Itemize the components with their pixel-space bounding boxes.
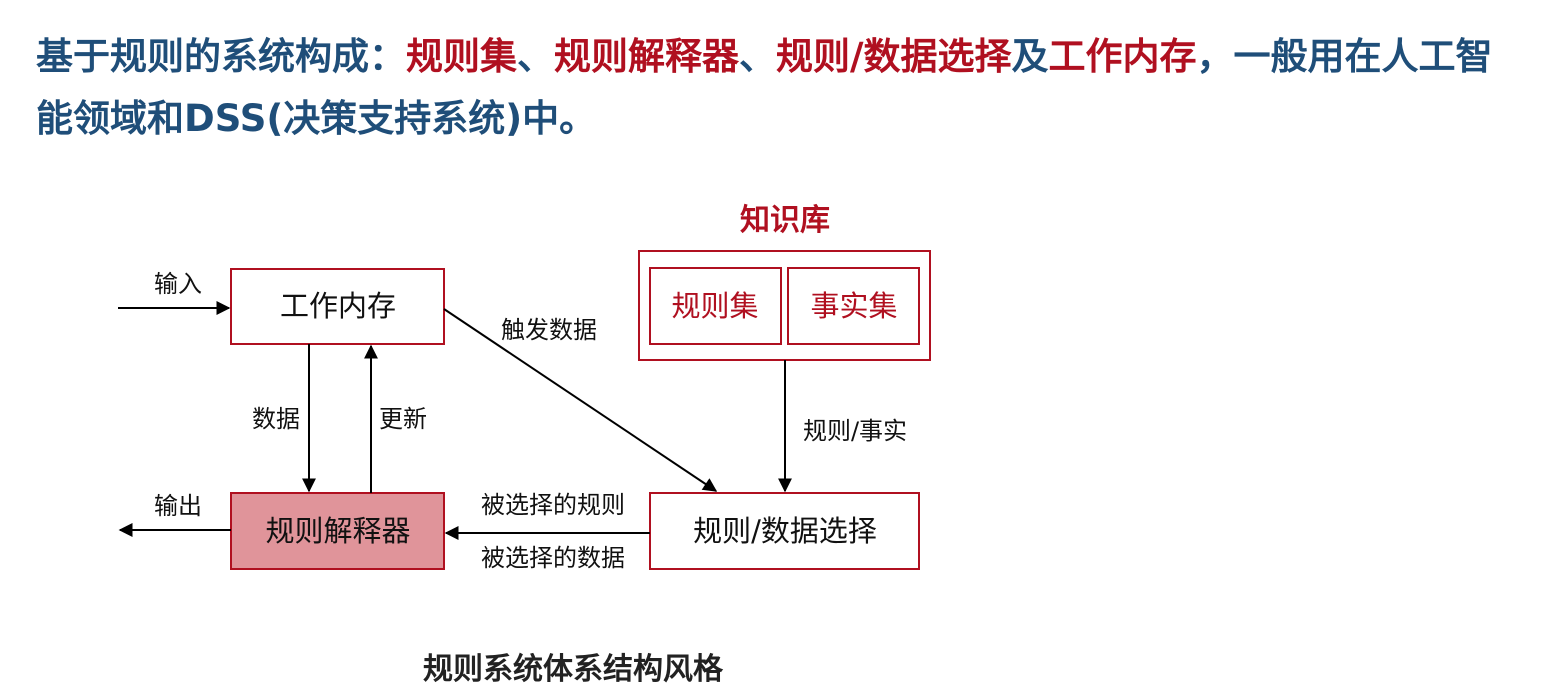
working-memory-box: 工作内存 — [230, 268, 445, 345]
headline-sep1: 、 — [517, 35, 554, 78]
headline-memory: 工作内存 — [1048, 35, 1197, 78]
rules-facts-label: 规则/事实 — [803, 417, 907, 445]
input-label: 输入 — [154, 270, 202, 298]
update-label: 更新 — [379, 405, 427, 433]
selected-data-label: 被选择的数据 — [481, 544, 625, 572]
selected-rules-label: 被选择的规则 — [481, 491, 625, 519]
rule-interpreter-label: 规则解释器 — [265, 514, 410, 548]
trigger-data-arrow — [443, 308, 718, 492]
fact-set-box: 事实集 — [787, 267, 920, 345]
rule-set-label: 规则集 — [671, 289, 758, 323]
headline-prefix: 基于规则的系统构成： — [36, 35, 406, 78]
working-memory-label: 工作内存 — [280, 289, 396, 323]
rule-set-box: 规则集 — [649, 267, 782, 345]
headline-selection: 规则/数据选择 — [776, 35, 1012, 78]
headline-interpreter: 规则解释器 — [554, 35, 739, 78]
trigger-data-label: 触发数据 — [501, 316, 597, 344]
fact-set-label: 事实集 — [810, 289, 897, 323]
headline-rule-set: 规则集 — [406, 35, 517, 78]
output-label: 输出 — [154, 492, 202, 520]
rule-data-selection-label: 规则/数据选择 — [693, 514, 877, 548]
headline: 基于规则的系统构成：规则集、规则解释器、规则/数据选择及工作内存，一般用在人工智… — [36, 26, 1526, 150]
diagram-caption: 规则系统体系结构风格 — [423, 652, 723, 687]
data-label: 数据 — [252, 405, 300, 433]
headline-suffix: ，一般用在人工智能领域和DSS(决策支持系统)中。 — [36, 35, 1493, 140]
rule-interpreter-box: 规则解释器 — [230, 492, 445, 570]
headline-sep2: 、 — [739, 35, 776, 78]
headline-joiner: 及 — [1011, 35, 1049, 78]
knowledge-base-title: 知识库 — [740, 203, 830, 238]
rule-data-selection-box: 规则/数据选择 — [649, 492, 920, 570]
